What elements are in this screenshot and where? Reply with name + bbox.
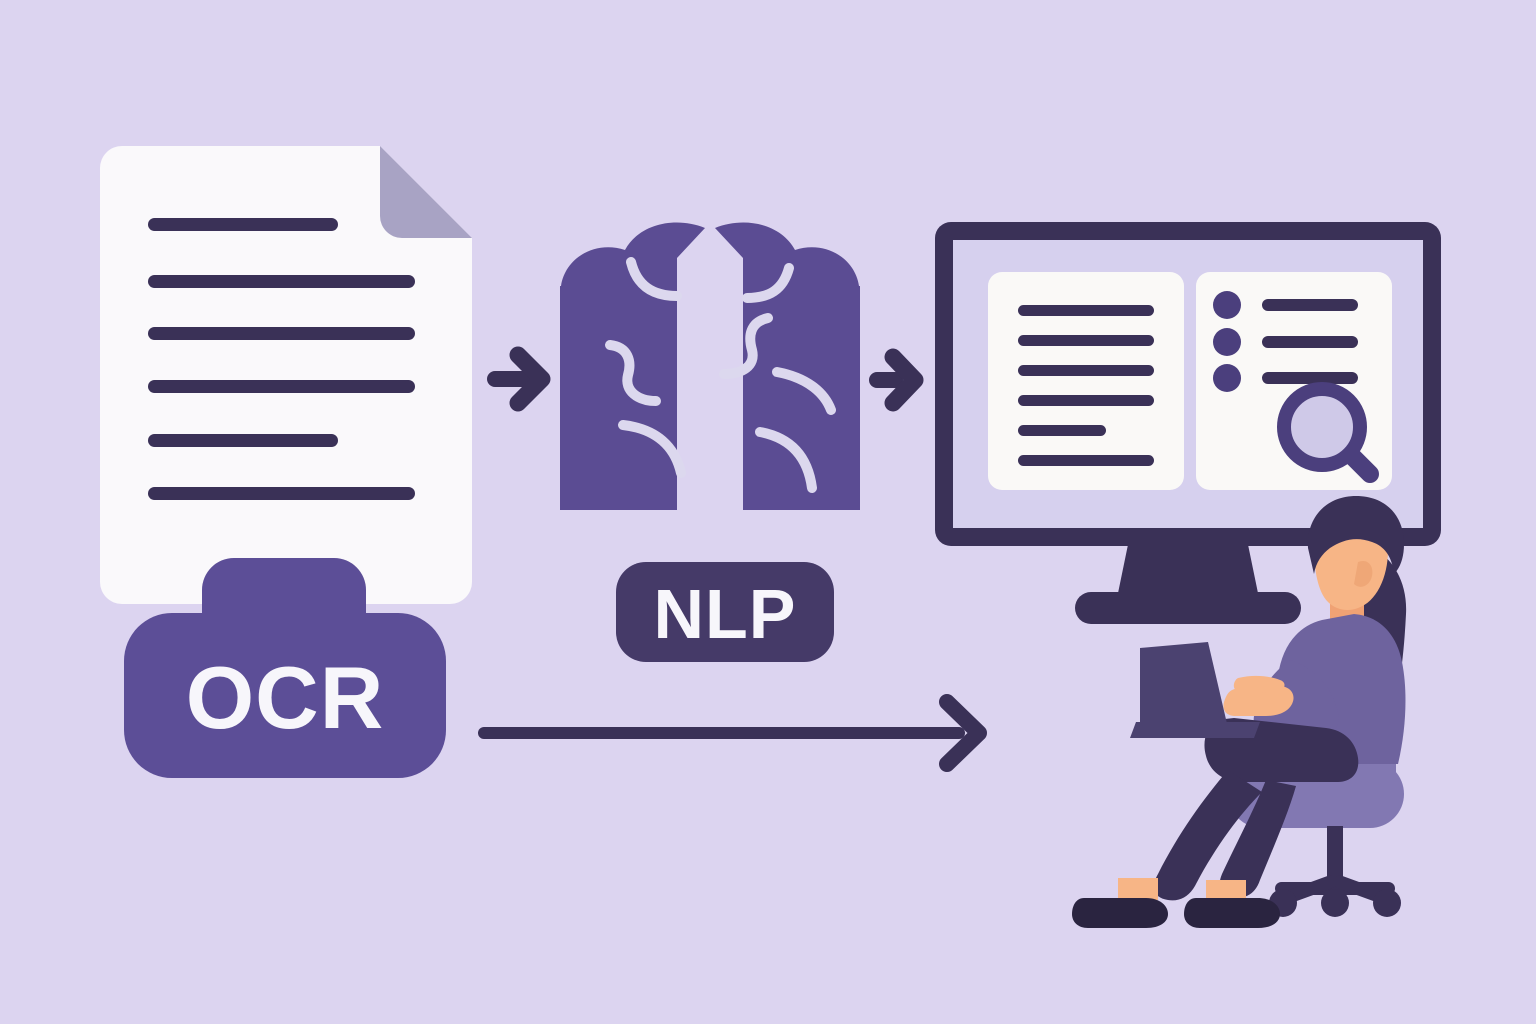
document-text-line — [148, 380, 415, 393]
document-text-lines — [148, 218, 415, 500]
bullet-line — [1262, 336, 1358, 348]
card-text-line — [1018, 455, 1154, 466]
magnifier-lens — [1277, 382, 1367, 472]
monitor-base — [1075, 592, 1301, 624]
arrow-head-icon — [939, 694, 987, 772]
person-at-laptop — [1072, 496, 1407, 928]
chair-post — [1327, 826, 1343, 888]
bullet-line — [1262, 372, 1358, 384]
bullet-point-icon — [1213, 328, 1241, 356]
arrow-shaft — [487, 371, 531, 387]
brain-fold-line — [626, 257, 682, 301]
brain-fold-line — [755, 427, 817, 493]
arrow-doc-to-brain — [487, 346, 551, 412]
bullet-point-icon — [1213, 291, 1241, 319]
ocr-badge[interactable]: OCR — [124, 558, 446, 778]
brain-fold-line — [605, 340, 661, 406]
shoe-front — [1184, 898, 1280, 928]
ankle-front — [1206, 880, 1246, 902]
card-text-line — [1018, 365, 1154, 376]
brain-central-fissure — [705, 222, 715, 510]
laptop-screen — [1140, 642, 1228, 728]
nlp-badge-body — [616, 562, 834, 662]
ocr-badge-body — [124, 613, 446, 778]
card-text-line — [1018, 425, 1106, 436]
search-icon — [1277, 382, 1379, 483]
monitor — [935, 222, 1441, 624]
document-text-line — [148, 327, 415, 340]
nlp-badge[interactable]: NLP — [616, 562, 834, 662]
arrow-brain-to-monitor — [869, 348, 924, 412]
arrow-head-icon — [884, 348, 924, 412]
text-result-card — [988, 272, 1184, 490]
ear — [1354, 560, 1373, 587]
ocr-badge-label: OCR — [186, 648, 385, 747]
shin-front — [1219, 780, 1296, 898]
bullet-line — [1262, 299, 1358, 311]
laptop — [1130, 642, 1260, 738]
monitor-stand — [1117, 530, 1259, 598]
arrow-head-icon — [509, 346, 551, 412]
nlp-badge-label: NLP — [654, 575, 797, 653]
chair-wheel — [1321, 889, 1349, 917]
brain-icon — [560, 222, 860, 510]
arrow-shaft — [869, 372, 903, 388]
card-text-lines — [1018, 305, 1154, 466]
bullet-list — [1213, 291, 1358, 392]
brain-fold-line — [719, 313, 773, 379]
hair-top — [1307, 496, 1404, 574]
bullet-point-icon — [1213, 364, 1241, 392]
hands — [1223, 683, 1294, 716]
document-text-line — [148, 487, 415, 500]
card-text-line — [1018, 395, 1154, 406]
scanned-document — [100, 146, 472, 604]
document-text-line — [148, 434, 338, 447]
laptop-keyboard — [1130, 722, 1260, 738]
ankle-back — [1118, 878, 1158, 900]
shoe-back — [1072, 898, 1168, 928]
card-text-line — [1018, 305, 1154, 316]
chair-base — [1269, 875, 1401, 917]
brain-fold-line — [618, 420, 686, 478]
fingers — [1233, 675, 1285, 693]
shin-back — [1153, 770, 1262, 901]
brain-fold-line — [772, 367, 836, 415]
brain-fold-line — [742, 263, 794, 303]
arrow-shaft — [478, 727, 965, 739]
document-text-line — [148, 275, 415, 288]
card-text-line — [1018, 335, 1154, 346]
arrow-ocr-to-monitor — [478, 694, 987, 772]
extracted-entities-card — [1196, 272, 1392, 490]
document-folded-corner — [380, 146, 472, 238]
document-text-line — [148, 218, 338, 231]
chair-wheel — [1373, 889, 1401, 917]
